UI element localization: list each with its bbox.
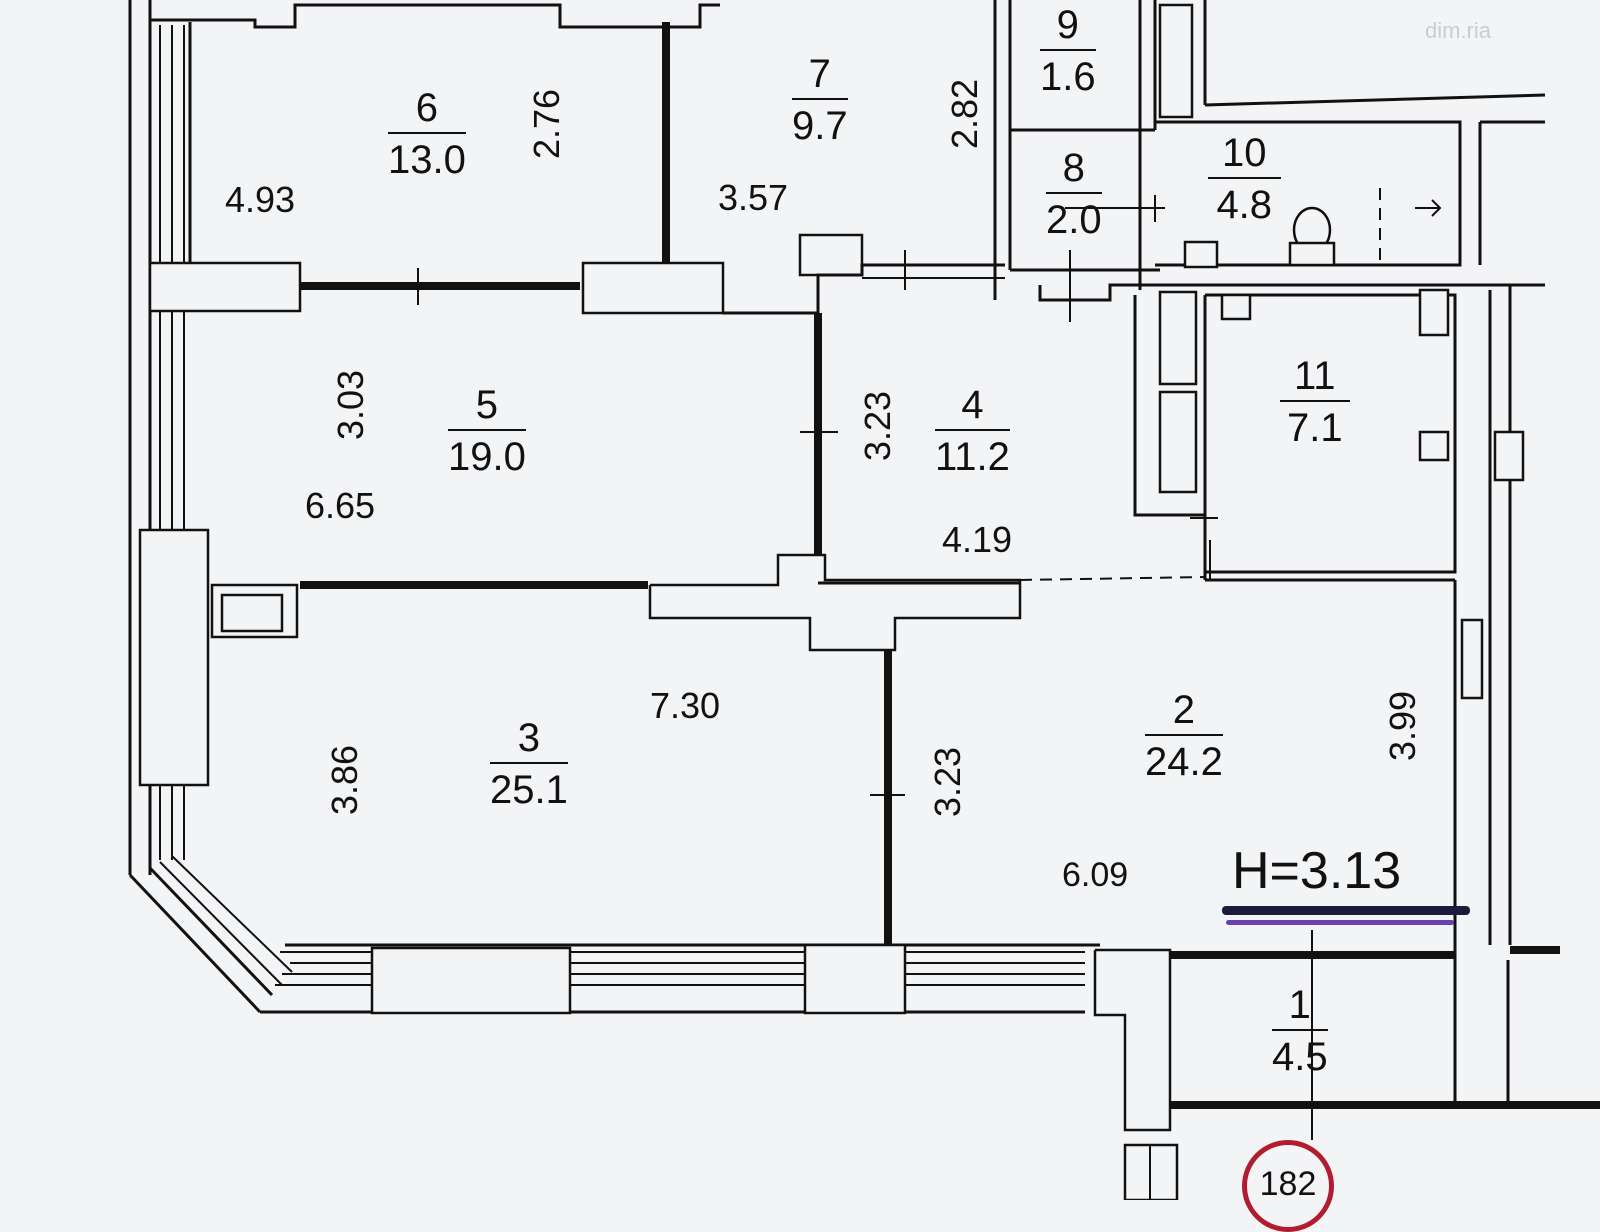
door-marks: [417, 195, 1313, 1140]
dim-r3-width: 7.30: [650, 685, 721, 726]
ceiling-height-underline-highlight: [1226, 920, 1454, 925]
room-area: 24.2: [1145, 740, 1223, 784]
ceiling-height-underline: [1222, 906, 1470, 915]
dim-r2-depth-right: 3.99: [1382, 690, 1424, 762]
room-area: 19.0: [448, 435, 526, 479]
room-area: 25.1: [490, 768, 568, 812]
dim-r4-depth: 3.23: [857, 390, 899, 462]
room-number: 7: [792, 54, 848, 100]
room-number: 5: [448, 385, 526, 431]
room-10-label: 10 4.8: [1208, 133, 1281, 225]
dim-r5-width: 6.65: [305, 485, 376, 526]
room-7-label: 7 9.7: [792, 54, 848, 146]
room-number: 2: [1145, 690, 1223, 736]
room-11-label: 11 7.1: [1280, 356, 1350, 448]
dim-r7-depth: 2.82: [944, 78, 986, 150]
room-number: 6: [388, 88, 466, 134]
room-area: 4.5: [1272, 1035, 1328, 1079]
dim-r2-depth-left: 3.23: [927, 746, 969, 818]
room-area: 2.0: [1046, 198, 1102, 242]
room-number: 10: [1208, 133, 1281, 179]
room-6-label: 6 13.0: [388, 88, 466, 180]
room-1-label: 1 4.5: [1272, 985, 1328, 1077]
dim-r4-width: 4.19: [942, 519, 1013, 560]
dim-r2-width: 6.09: [1062, 856, 1129, 894]
room-area: 7.1: [1286, 406, 1343, 450]
dim-r6-depth: 2.76: [526, 88, 568, 160]
room-2-label: 2 24.2: [1145, 690, 1223, 782]
watermark: dim.ria: [1425, 18, 1492, 43]
dim-r3-depth: 3.86: [324, 744, 366, 816]
top-walls: [150, 3, 720, 262]
room-9-label: 9 1.6: [1040, 5, 1096, 97]
room-8-label: 8 2.0: [1046, 148, 1102, 240]
room-number: 3: [490, 718, 568, 764]
room-4-label: 4 11.2: [935, 385, 1010, 477]
room-area: 1.6: [1040, 55, 1096, 99]
room-3-label: 3 25.1: [490, 718, 568, 810]
apartment-number-badge: 182: [1242, 1140, 1334, 1232]
partitions: [300, 22, 1600, 1109]
room-number: 4: [935, 385, 1010, 431]
dim-r6-width: 4.93: [225, 179, 296, 220]
room-area: 13.0: [388, 138, 466, 182]
dim-r5-depth: 3.03: [330, 369, 372, 441]
outer-walls: [128, 0, 1100, 1014]
fixtures: [1158, 3, 1525, 700]
room-area: 11.2: [935, 435, 1010, 479]
room-5-label: 5 19.0: [448, 385, 526, 477]
inner-walls: [722, 0, 1560, 1105]
room-area: 4.8: [1216, 183, 1273, 227]
room-number: 9: [1040, 5, 1096, 51]
room-area: 9.7: [792, 104, 848, 148]
dim-r7-width: 3.57: [718, 177, 789, 218]
floor-plan-drawing: [128, 0, 1600, 1200]
room-number: 1: [1272, 985, 1328, 1031]
ceiling-height-label: H=3.13: [1232, 842, 1402, 900]
room-number: 11: [1280, 356, 1350, 402]
columns: [138, 233, 1179, 1200]
room-number: 8: [1046, 148, 1102, 194]
